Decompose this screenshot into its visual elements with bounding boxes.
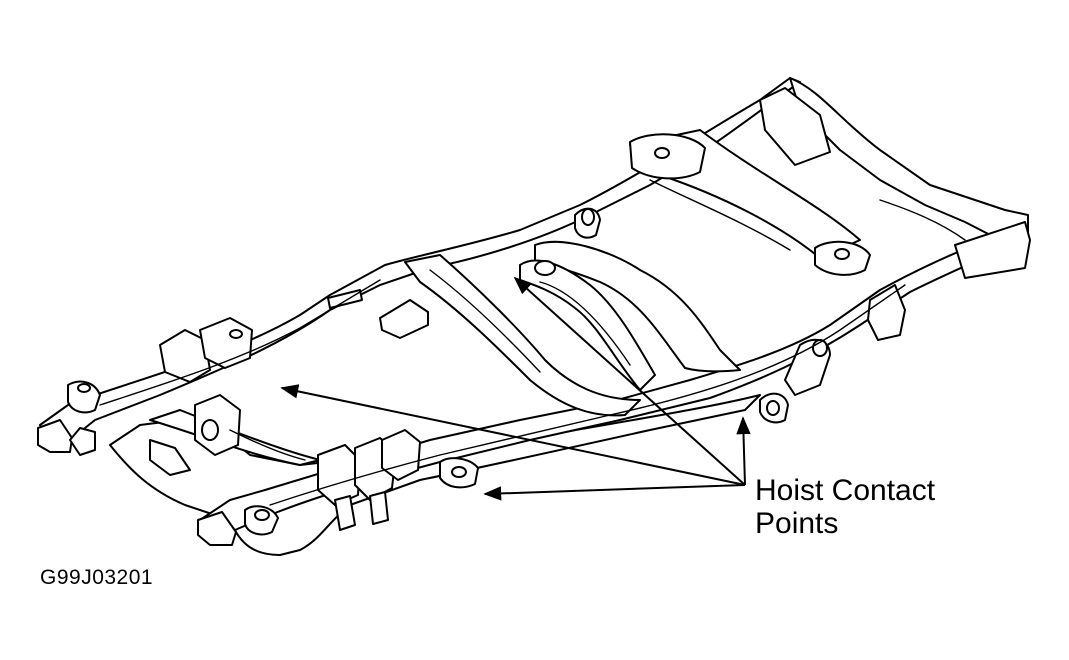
front-lower-bracket-hole <box>201 419 219 441</box>
frame-drawing <box>37 77 1031 556</box>
left-rail-mount-pad-1 <box>379 299 429 339</box>
rear-shackle-left-hole <box>581 208 595 226</box>
mount-hole-center <box>534 260 556 276</box>
spring-hanger-lower-2 <box>369 491 389 525</box>
rear-end-crossmember <box>789 77 1029 241</box>
front-left-bracket-2 <box>199 317 253 369</box>
hoist-contact-points-label: Hoist Contact Points <box>755 474 935 540</box>
crossmember-center-flange <box>519 259 656 391</box>
right-rail-pad-hole <box>451 466 467 478</box>
rear-bracket-right <box>867 284 906 341</box>
callout-arrows <box>280 276 751 501</box>
left-rail-mount-pad-2 <box>327 289 363 309</box>
spring-hanger-3 <box>381 429 421 481</box>
arrow-to-right-rail-rear <box>736 416 751 486</box>
figure-id: G99J03201 <box>40 566 154 589</box>
rear-bracket-plate <box>759 87 831 166</box>
arrow-to-center-crossmember <box>513 276 746 486</box>
left-rail-front-block <box>37 419 73 453</box>
callout-line-2: Points <box>755 507 839 540</box>
rear-end-cap <box>954 221 1031 279</box>
front-left-bracket-hole <box>229 329 243 339</box>
callout-line-1: Hoist Contact <box>755 474 936 507</box>
front-left-mount-hole <box>77 383 91 393</box>
spring-hanger-1 <box>317 444 361 506</box>
arrow-to-right-rail-front <box>483 484 746 501</box>
spring-hanger-lower-1 <box>334 495 356 531</box>
crossmember-front <box>404 254 641 417</box>
crossmember-center <box>534 240 741 373</box>
front-left-bracket-1 <box>159 329 211 383</box>
frame-detail-lines <box>99 179 966 506</box>
rear-shackle-right-hole <box>766 400 780 416</box>
front-tow-hook <box>149 439 191 476</box>
front-tip-bracket <box>69 427 96 456</box>
mount-hole-rear-right <box>834 248 850 260</box>
front-left-mount <box>67 380 101 414</box>
right-rail-front-block <box>197 511 237 546</box>
arrow-to-left-rail <box>280 384 746 486</box>
mount-hole-rear <box>654 147 670 159</box>
front-right-mount-hole <box>254 509 270 521</box>
